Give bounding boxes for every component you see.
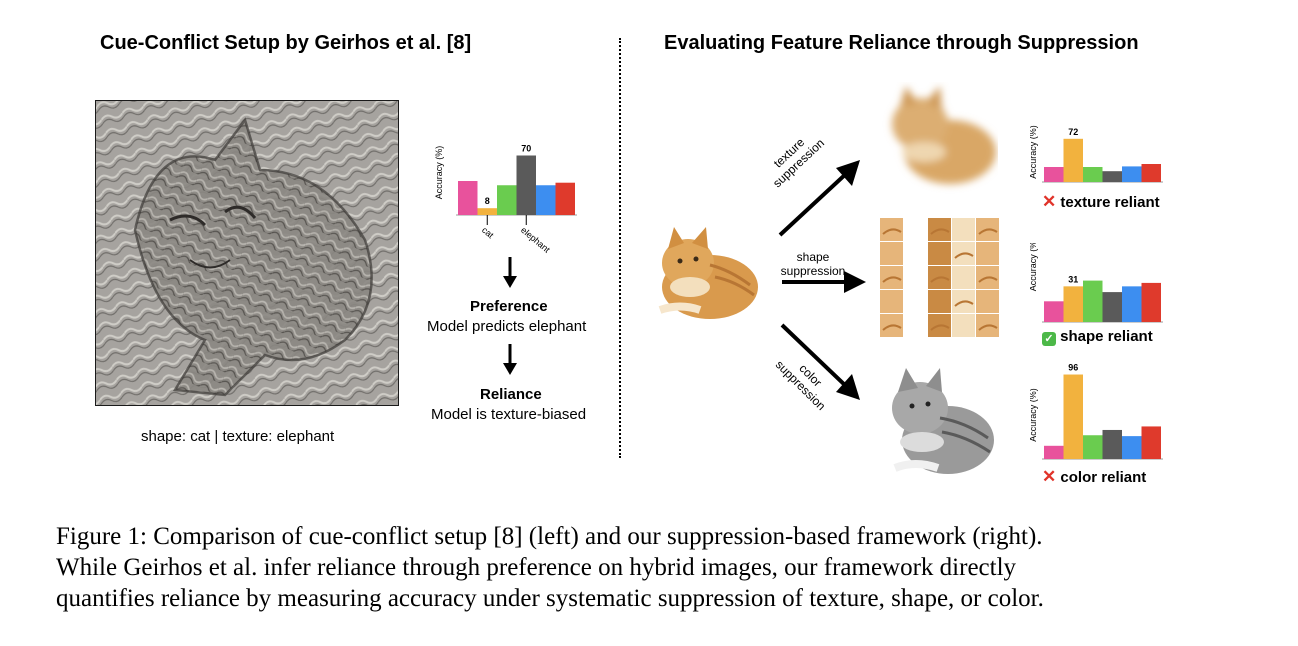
image-patch (880, 242, 903, 265)
bar (1142, 164, 1162, 182)
texture-result: ✕ texture reliant (1042, 192, 1160, 212)
bar (1103, 171, 1123, 182)
image-patch (904, 314, 927, 337)
bar (1044, 167, 1064, 182)
bar (517, 156, 537, 216)
reliance-text: Model is texture-biased (431, 406, 586, 423)
bar (1064, 375, 1084, 459)
figure-caption-line-3: quantifies reliance by measuring accurac… (56, 583, 1044, 614)
image-patch (904, 266, 927, 289)
image-patch (904, 290, 927, 313)
image-patch (952, 314, 975, 337)
texture-suppression-accuracy-chart: Accuracy (%) 72 (1030, 93, 1180, 193)
panel-divider (619, 38, 621, 458)
shape-suppression-accuracy-chart: Accuracy (%) 31 (1030, 243, 1180, 328)
bar (556, 183, 576, 215)
y-axis-label: Accuracy (%) (1030, 125, 1038, 179)
bar (1044, 301, 1064, 322)
data-label: 96 (1068, 363, 1078, 373)
bar (1142, 283, 1162, 322)
bar (1083, 435, 1103, 459)
image-patch (952, 266, 975, 289)
preference-text: Model predicts elephant (427, 318, 586, 335)
cross-icon: ✕ (1042, 467, 1056, 486)
bar (1122, 166, 1142, 182)
bar (1122, 286, 1142, 322)
color-suppression-accuracy-chart: Accuracy (%) 96 (1030, 358, 1180, 463)
bar (497, 185, 517, 215)
y-axis-label: Accuracy (%) (1030, 388, 1038, 442)
bar (1083, 281, 1103, 322)
reliance-title: Reliance (480, 386, 542, 403)
cross-icon: ✕ (1042, 192, 1056, 211)
shape-suppressed-image (880, 218, 1000, 340)
bar (1064, 286, 1084, 322)
bar (1083, 167, 1103, 182)
image-patch (880, 290, 903, 313)
bar (1044, 446, 1064, 459)
y-axis-label: Accuracy (%) (434, 146, 444, 200)
texture-suppressed-image (880, 82, 998, 194)
color-result: ✕ color reliant (1042, 467, 1146, 487)
bar (1103, 430, 1123, 459)
image-patch (904, 218, 927, 241)
bar (478, 208, 498, 215)
bar (458, 181, 478, 215)
preference-title: Preference (470, 298, 548, 315)
left-panel-title: Cue-Conflict Setup by Geirhos et al. [8] (100, 32, 471, 55)
bar (536, 185, 556, 215)
data-label: 31 (1068, 274, 1078, 284)
cue-conflict-image-caption: shape: cat | texture: elephant (141, 428, 334, 445)
shape-result-label: shape reliant (1060, 328, 1153, 345)
bar (1064, 139, 1084, 182)
check-icon: ✓ (1042, 332, 1056, 346)
texture-result-label: texture reliant (1060, 194, 1159, 211)
image-patch (976, 242, 999, 265)
figure-caption-line-2: While Geirhos et al. infer reliance thro… (56, 552, 1016, 583)
data-label: 8 (485, 196, 490, 206)
image-patch (928, 242, 951, 265)
tick-label: cat (480, 225, 496, 241)
bar (1103, 292, 1123, 322)
shape-suppression-label: shape suppression (778, 250, 848, 278)
y-axis-label: Accuracy (%) (1030, 243, 1038, 291)
data-label: 72 (1068, 127, 1078, 137)
tick-label: elephant (519, 225, 552, 255)
data-label: 70 (521, 144, 531, 154)
image-patch (928, 290, 951, 313)
cue-conflict-accuracy-chart: Accuracy (%) 8 70 cat elephant (430, 115, 580, 265)
down-arrow-icon (500, 344, 520, 376)
image-patch (952, 218, 975, 241)
bar (1122, 436, 1142, 459)
shape-result: ✓ shape reliant (1042, 328, 1153, 346)
image-patch (976, 290, 999, 313)
right-panel-title: Evaluating Feature Reliance through Supp… (664, 32, 1139, 55)
original-cat-image (650, 215, 760, 330)
cue-conflict-image (95, 100, 399, 406)
color-result-label: color reliant (1060, 469, 1146, 486)
bar (1142, 426, 1162, 459)
down-arrow-icon (500, 257, 520, 289)
figure-caption-line-1: Figure 1: Comparison of cue-conflict set… (56, 521, 1043, 552)
image-patch (904, 242, 927, 265)
color-suppressed-image (880, 360, 998, 488)
